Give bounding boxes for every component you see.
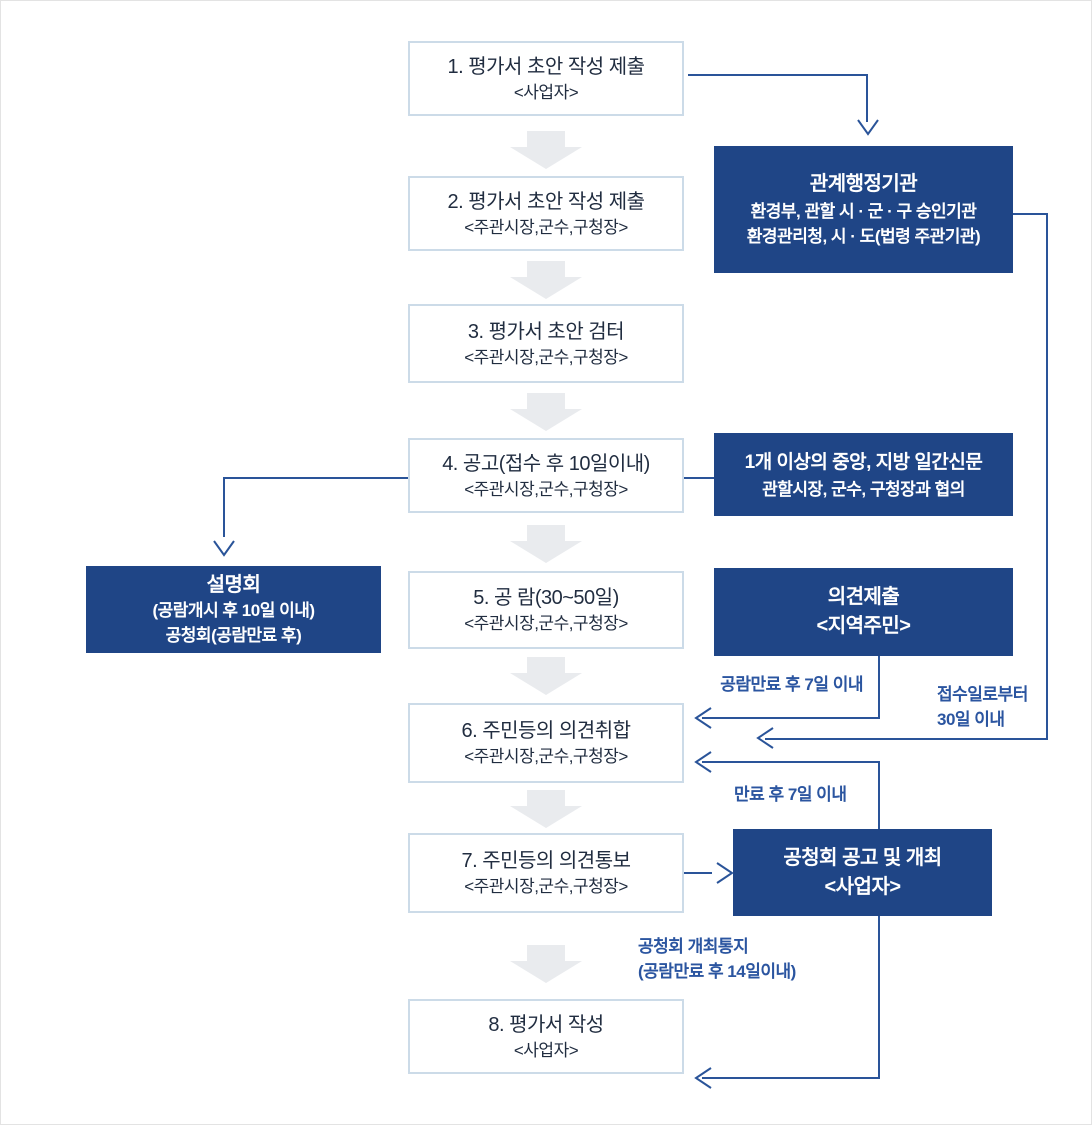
connector-line <box>878 656 880 718</box>
step-title: 2. 평가서 초안 작성 제출 <box>447 190 645 213</box>
step-subtitle: <주관시장,군수,구청장> <box>464 877 628 896</box>
box-line: 환경관리청, 시 · 도(법령 주관기관) <box>746 227 981 246</box>
connector-line <box>1046 213 1048 740</box>
label-line: 공청회 개최통지 <box>638 937 749 956</box>
box-line: (공람개시 후 10일 이내) <box>152 600 315 620</box>
step-title: 8. 평가서 작성 <box>488 1013 604 1036</box>
related-agency-box: 관계행정기관 환경부, 관할 시 · 군 · 구 승인기관 환경관리청, 시 ·… <box>714 146 1013 273</box>
step-title: 7. 주민등의 의견통보 <box>461 850 632 872</box>
briefing-session-box: 설명회 (공람개시 후 10일 이내) 공청회(공람만료 후) <box>86 566 381 653</box>
label-after-expiry-7days: 만료 후 7일 이내 <box>734 785 847 804</box>
gray-down-arrow-icon <box>510 131 582 169</box>
box-line: 관할시장, 군수, 구청장과 협의 <box>762 479 965 499</box>
box-line: 공청회(공람만료 후) <box>165 625 302 645</box>
step-title: 5. 공 람(30~50일) <box>473 587 619 609</box>
step-box-4: 4. 공고(접수 후 10일이내) <주관시장,군수,구청장> <box>408 438 684 513</box>
step-subtitle: <주관시장,군수,구청장> <box>464 479 628 499</box>
box-line: <사업자> <box>824 875 901 898</box>
box-line: 환경부, 관할 시 · 군 · 구 승인기관 <box>750 202 977 221</box>
box-title: 공청회 공고 및 개최 <box>783 846 942 869</box>
box-title: 의견제출 <box>827 586 900 608</box>
gray-down-arrow-icon <box>510 790 582 828</box>
step-box-7: 7. 주민등의 의견통보 <주관시장,군수,구청장> <box>408 833 684 913</box>
chevron-down-icon <box>857 119 879 136</box>
step-box-5: 5. 공 람(30~50일) <주관시장,군수,구청장> <box>408 571 684 649</box>
step-box-2: 2. 평가서 초안 작성 제출 <주관시장,군수,구청장> <box>408 176 684 251</box>
gray-down-arrow-icon <box>510 393 582 431</box>
chevron-down-icon <box>213 540 235 557</box>
step-subtitle: <주관시장,군수,구청장> <box>464 347 628 367</box>
connector-line <box>878 763 880 829</box>
gray-down-arrow-icon <box>510 945 582 983</box>
step-title: 1. 평가서 초안 작성 제출 <box>447 55 645 78</box>
connector-line <box>684 477 714 479</box>
connector-line <box>702 761 880 763</box>
chevron-left-icon <box>694 707 712 729</box>
label-line: 접수일로부터 <box>937 685 1028 704</box>
chevron-left-icon <box>756 727 774 749</box>
chevron-left-icon <box>694 1067 712 1089</box>
box-title: 1개 이상의 중앙, 지방 일간신문 <box>744 451 983 473</box>
chevron-right-icon <box>716 862 734 884</box>
box-line: <지역주민> <box>816 615 911 637</box>
label-line: (공람만료 후 14일이내) <box>638 962 796 981</box>
step-subtitle: <사업자> <box>513 82 579 102</box>
opinion-submission-box: 의견제출 <지역주민> <box>714 568 1013 656</box>
connector-line <box>702 1077 880 1079</box>
step-box-8: 8. 평가서 작성 <사업자> <box>408 999 684 1074</box>
gray-down-arrow-icon <box>510 657 582 695</box>
label-hearing-notice: 공청회 개최통지 (공람만료 후 14일이내) <box>638 934 796 984</box>
connector-line <box>684 872 712 874</box>
step-subtitle: <주관시장,군수,구청장> <box>464 747 628 766</box>
public-hearing-box: 공청회 공고 및 개최 <사업자> <box>733 829 992 916</box>
step-title: 3. 평가서 초안 검터 <box>467 320 625 343</box>
connector-line <box>688 74 868 76</box>
step-subtitle: <사업자> <box>513 1040 579 1060</box>
step-title: 6. 주민등의 의견취합 <box>461 720 632 742</box>
label-after-inspection-7days: 공람만료 후 7일 이내 <box>720 675 863 694</box>
step-subtitle: <주관시장,군수,구청장> <box>464 217 628 237</box>
step-subtitle: <주관시장,군수,구청장> <box>464 614 628 633</box>
connector-line <box>765 738 1048 740</box>
connector-line <box>223 477 408 479</box>
connector-line <box>866 74 868 122</box>
step-box-3: 3. 평가서 초안 검터 <주관시장,군수,구청장> <box>408 304 684 383</box>
step-box-1: 1. 평가서 초안 작성 제출 <사업자> <box>408 41 684 116</box>
connector-line <box>1013 213 1048 215</box>
box-title: 설명회 <box>206 573 261 596</box>
gray-down-arrow-icon <box>510 261 582 299</box>
step-box-6: 6. 주민등의 의견취합 <주관시장,군수,구청장> <box>408 703 684 783</box>
connector-line <box>223 477 225 537</box>
newspaper-box: 1개 이상의 중앙, 지방 일간신문 관할시장, 군수, 구청장과 협의 <box>714 433 1013 516</box>
gray-down-arrow-icon <box>510 525 582 563</box>
box-title: 관계행정기관 <box>809 173 918 195</box>
label-from-receipt: 접수일로부터 30일 이내 <box>937 682 1028 732</box>
label-line: 30일 이내 <box>937 710 1005 729</box>
connector-line <box>702 717 880 719</box>
connector-line <box>878 916 880 1079</box>
step-title: 4. 공고(접수 후 10일이내) <box>442 452 650 475</box>
chevron-left-icon <box>694 751 712 773</box>
